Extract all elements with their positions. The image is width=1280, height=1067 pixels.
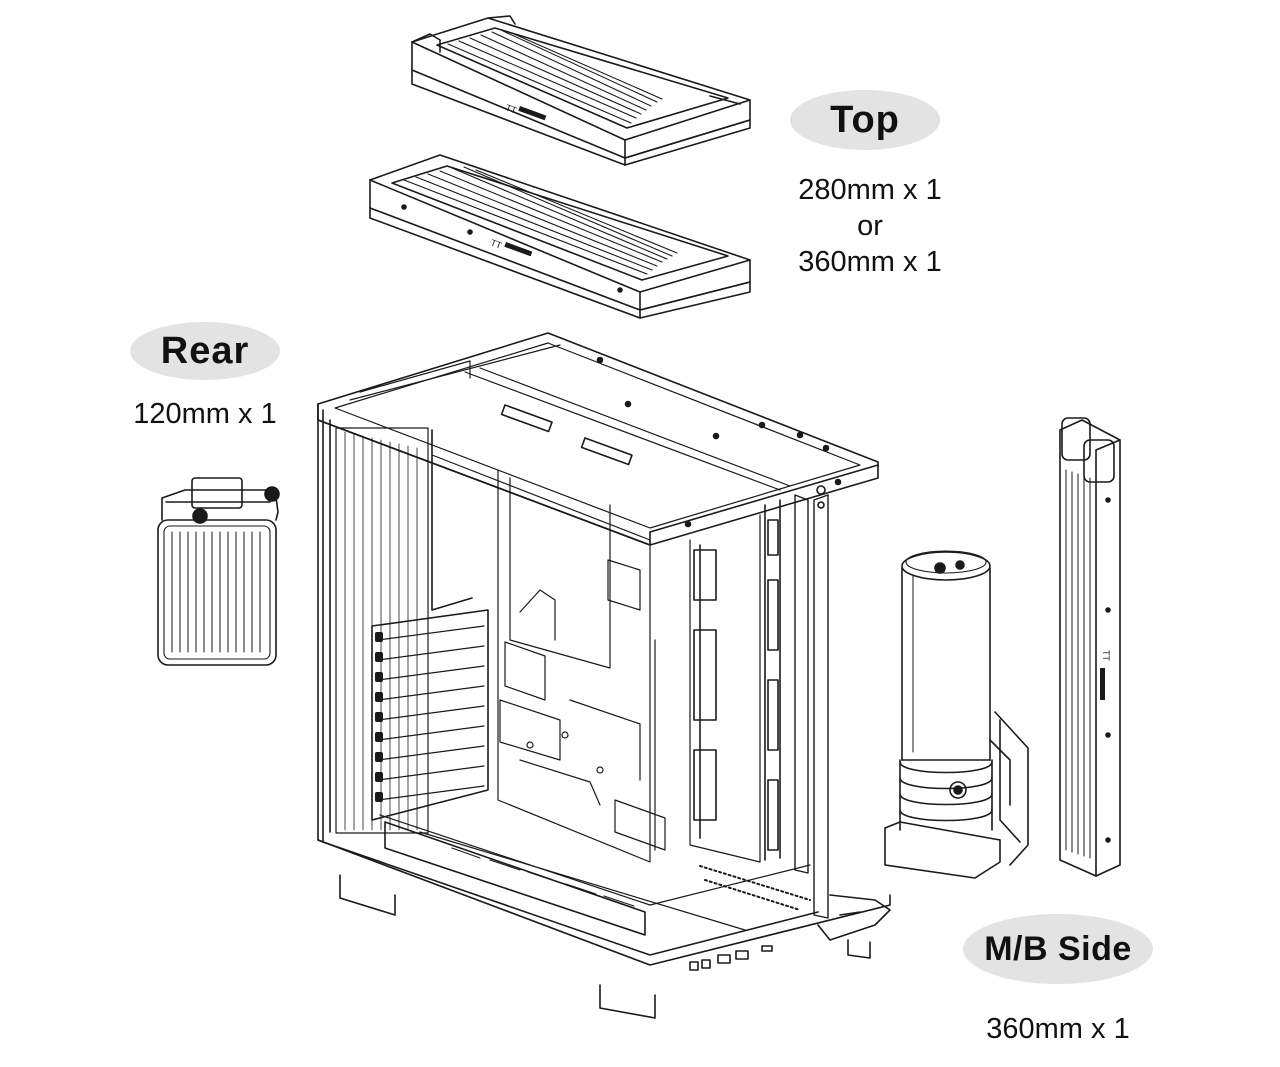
mb-side-radiator-360-drawing: TT — [1059, 417, 1121, 877]
top-capacity-line-1: 280mm x 1 — [798, 174, 942, 206]
top-label: Top — [790, 90, 940, 150]
pump-reservoir-drawing — [884, 550, 1029, 879]
rear-capacity-caption: 120mm x 1 — [110, 396, 300, 432]
rear-radiator-120-drawing — [157, 477, 280, 666]
top-capacity-line-3: 360mm x 1 — [798, 246, 942, 278]
pci-slot-bracket-drawing — [371, 609, 489, 821]
brand-mark-icon: TT — [1101, 650, 1111, 661]
brand-mark-icon: TT — [504, 102, 518, 115]
mb-side-label: M/B Side — [963, 914, 1153, 984]
top-radiator-360-drawing: TT — [369, 154, 751, 319]
top-capacity-caption: 280mm x 1 or 360mm x 1 — [770, 172, 970, 280]
motherboard-tray-drawing — [431, 454, 666, 863]
mb-side-capacity-line-1: 360mm x 1 — [986, 1013, 1130, 1045]
rear-capacity-line-1: 120mm x 1 — [133, 398, 277, 430]
pc-case-drawing — [317, 332, 891, 1019]
top-radiator-280-drawing: TT — [411, 15, 751, 166]
brand-mark-icon: TT — [489, 237, 503, 250]
mb-side-capacity-caption: 360mm x 1 — [958, 1011, 1158, 1047]
top-capacity-line-2: or — [857, 210, 883, 242]
rear-label: Rear — [130, 322, 280, 380]
